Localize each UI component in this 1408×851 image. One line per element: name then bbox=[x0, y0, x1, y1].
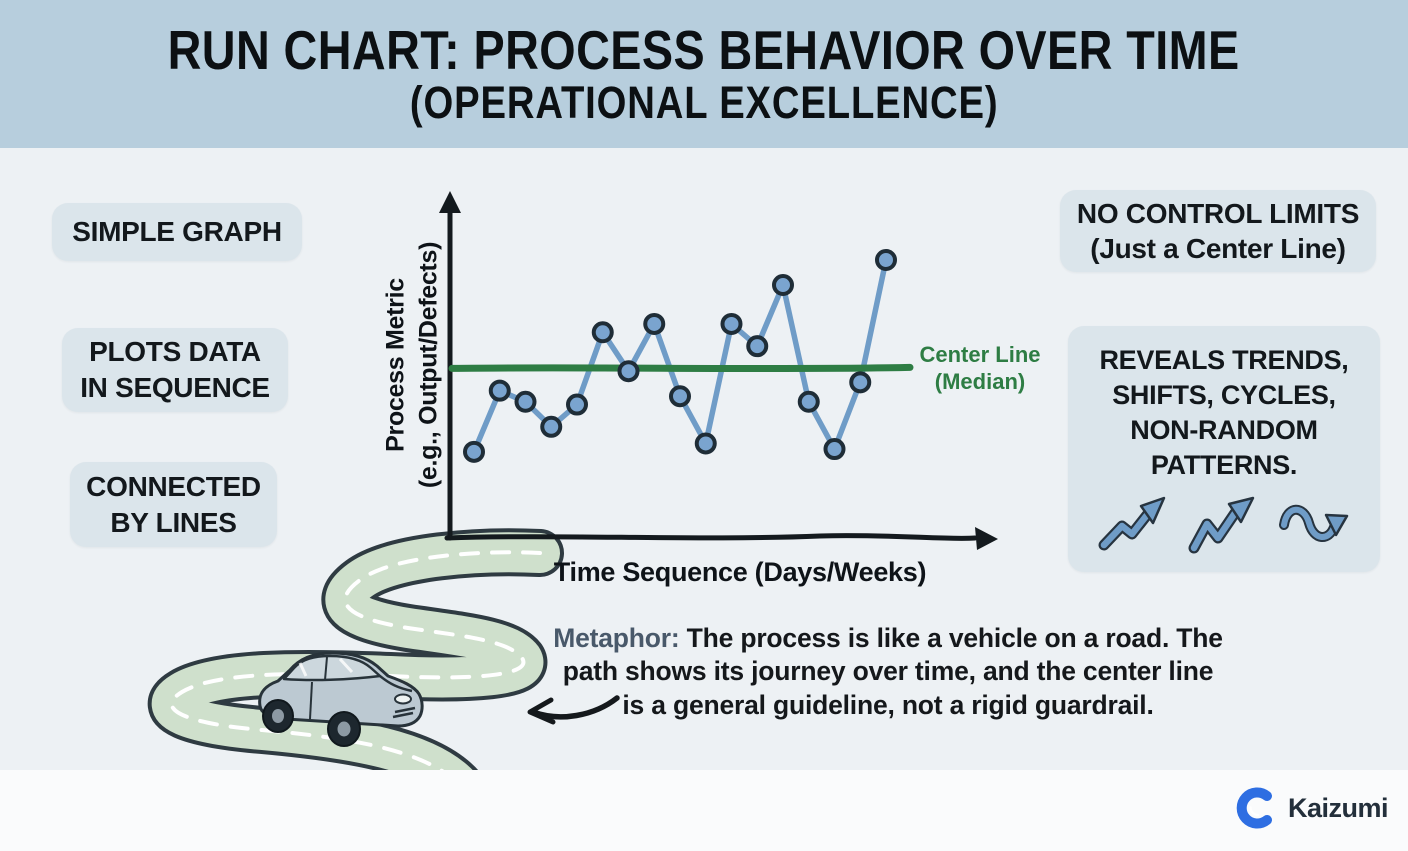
page-subtitle: (OPERATIONAL EXCELLENCE) bbox=[409, 76, 999, 128]
data-point bbox=[488, 379, 511, 402]
center-line-label: Center Line (Median) bbox=[919, 342, 1041, 395]
data-point bbox=[643, 312, 666, 335]
car-illustration bbox=[258, 651, 424, 747]
footer-strip: Kaizumi bbox=[0, 770, 1408, 851]
x-axis-label: Time Sequence (Days/Weeks) bbox=[553, 557, 927, 587]
page-title: RUN CHART: PROCESS BEHAVIOR OVER TIME bbox=[167, 18, 1241, 81]
steep-zigzag-trend-arrow-icon bbox=[1188, 496, 1255, 554]
data-point bbox=[463, 440, 485, 463]
plot-series bbox=[448, 249, 914, 463]
data-point bbox=[514, 390, 537, 413]
metaphor-body: The process is like a vehicle on a road.… bbox=[562, 623, 1223, 720]
data-point bbox=[772, 274, 794, 297]
data-point bbox=[746, 335, 769, 358]
pattern-icons-row bbox=[1097, 493, 1351, 555]
data-point bbox=[720, 312, 743, 335]
callout-connected-by-lines: CONNECTED BY LINES bbox=[70, 462, 277, 547]
center-line bbox=[448, 363, 914, 373]
data-point bbox=[591, 321, 614, 344]
x-axis-line bbox=[444, 533, 978, 541]
brand-name: Kaizumi bbox=[1287, 792, 1389, 823]
cycle-wave-arrow-icon bbox=[1279, 505, 1349, 543]
data-point bbox=[823, 438, 846, 461]
data-point bbox=[617, 360, 640, 383]
callout-simple-graph: SIMPLE GRAPH bbox=[52, 203, 302, 261]
callout-plots-data-in-sequence: PLOTS DATA IN SEQUENCE bbox=[62, 328, 288, 412]
metaphor-prefix: Metaphor: bbox=[553, 623, 680, 653]
data-point bbox=[849, 371, 872, 394]
data-point bbox=[875, 249, 897, 271]
data-point bbox=[540, 415, 563, 438]
rising-zigzag-trend-arrow-icon bbox=[1098, 496, 1166, 551]
series-line bbox=[471, 257, 889, 455]
header-banner: RUN CHART: PROCESS BEHAVIOR OVER TIME (O… bbox=[0, 0, 1408, 148]
y-axis-arrowhead bbox=[439, 191, 461, 213]
callout-reveals-patterns: REVEALS TRENDS, SHIFTS, CYCLES, NON-RAND… bbox=[1068, 326, 1380, 572]
chart-axes bbox=[444, 205, 978, 541]
x-axis-arrowhead bbox=[975, 527, 998, 550]
data-point bbox=[797, 390, 820, 413]
data-point bbox=[566, 393, 588, 416]
callout-no-control-limits: NO CONTROL LIMITS (Just a Center Line) bbox=[1060, 190, 1376, 272]
y-axis-label: Process Metric (e.g., Output/Defects) bbox=[381, 241, 443, 489]
kaizumi-logo-icon bbox=[1236, 787, 1272, 829]
metaphor-caption: Metaphor: The process is like a vehicle … bbox=[478, 622, 1298, 722]
data-point bbox=[669, 385, 691, 408]
brand-logo: Kaizumi bbox=[1235, 786, 1389, 830]
data-point bbox=[694, 432, 717, 455]
callout-reveals-text: REVEALS TRENDS, SHIFTS, CYCLES, NON-RAND… bbox=[1099, 344, 1349, 481]
